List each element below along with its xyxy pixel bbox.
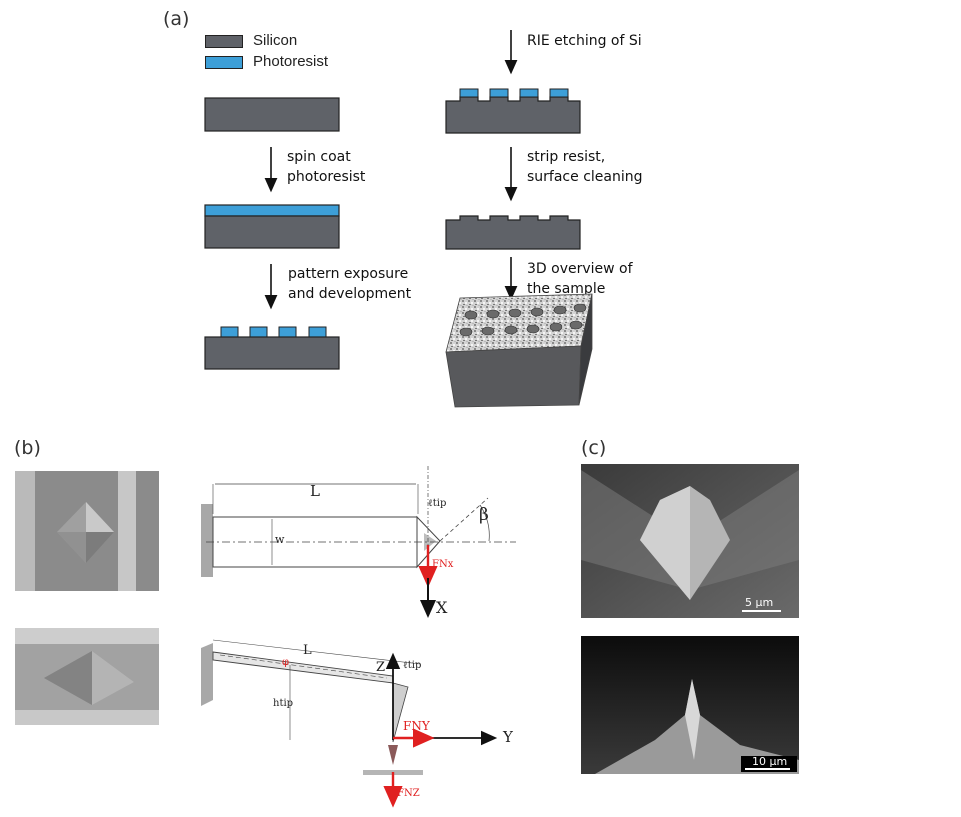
label-width: w bbox=[275, 533, 285, 546]
cantilever-top-view bbox=[201, 466, 516, 618]
label-force-ny: FNY bbox=[403, 719, 430, 733]
label-tip-length-side: ℓtip bbox=[403, 660, 422, 671]
sem-tip-oblique bbox=[581, 464, 799, 618]
wafer-stripped bbox=[445, 215, 581, 250]
label-beta: β bbox=[479, 505, 489, 525]
label-force-nx: FNx bbox=[432, 559, 454, 570]
sem-tip-side bbox=[581, 636, 799, 774]
scale-bar-label-5um: 5 µm bbox=[745, 596, 774, 609]
label-tip-length-top: ℓtip bbox=[428, 498, 447, 509]
wafer-coated bbox=[204, 204, 340, 249]
panel-label-c: (c) bbox=[581, 437, 607, 459]
step-strip-resist: strip resist,surface cleaning bbox=[527, 149, 643, 185]
legend-swatch-silicon bbox=[205, 35, 243, 48]
step-rie-etching: RIE etching of Si bbox=[527, 33, 642, 49]
sample-3d-block bbox=[445, 293, 593, 408]
wafer-patterned bbox=[204, 326, 340, 370]
panel-label-b: (b) bbox=[14, 437, 41, 459]
panel-label-a: (a) bbox=[163, 8, 190, 30]
label-tip-height: htip bbox=[273, 698, 294, 709]
label-axis-y: Y bbox=[503, 728, 513, 746]
legend-label-photoresist: Photoresist bbox=[253, 53, 329, 70]
wafer-bare bbox=[204, 97, 340, 132]
label-force-nz: FNZ bbox=[397, 788, 420, 799]
label-length-top: L bbox=[310, 482, 320, 500]
label-axis-z: Z bbox=[376, 660, 386, 675]
label-length-side: L bbox=[303, 643, 312, 658]
cantilever-side-view bbox=[201, 639, 498, 808]
sem-pyramid-top-view bbox=[15, 471, 159, 591]
scale-bar-label-10um: 10 µm bbox=[752, 755, 788, 768]
sem-pyramid-tilted-view bbox=[15, 628, 159, 725]
wafer-etched bbox=[445, 88, 581, 134]
label-phi: φ bbox=[282, 657, 290, 668]
legend-swatch-photoresist bbox=[205, 56, 243, 69]
label-axis-x: X bbox=[436, 598, 448, 617]
scale-bar-10um bbox=[741, 756, 797, 772]
legend-label-silicon: Silicon bbox=[253, 32, 298, 49]
